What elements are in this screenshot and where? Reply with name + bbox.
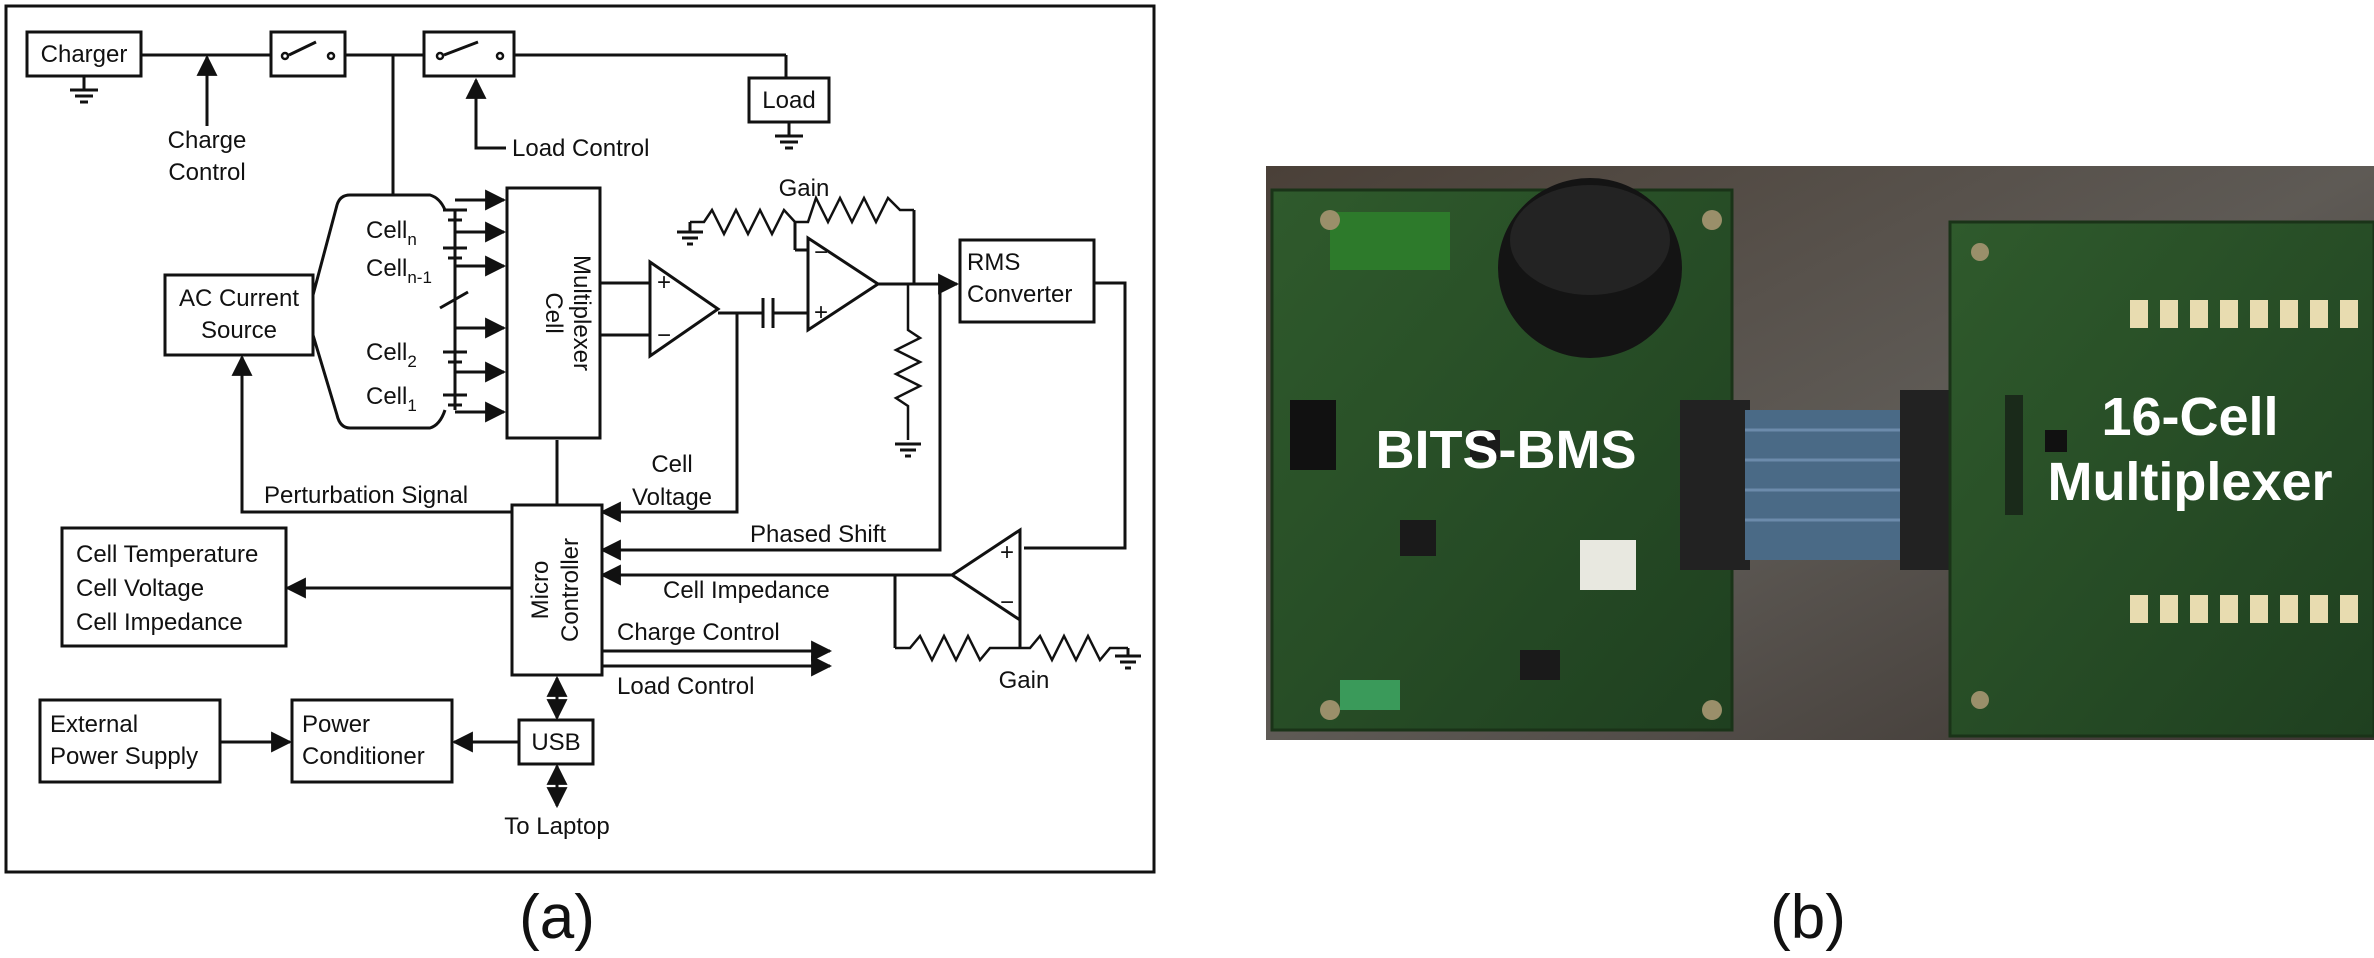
power-conditioner-box — [290, 698, 454, 784]
cell-voltage-line — [599, 313, 739, 523]
mux-line2: Multiplexer — [568, 255, 595, 371]
rms-converter-box — [958, 238, 1096, 324]
load-control-label: Load Control — [512, 135, 649, 162]
opamp3-plus: + — [1000, 539, 1014, 566]
power-cond-line1: Power — [302, 711, 370, 738]
ext-power-line2: Power Supply — [50, 743, 198, 770]
charge-control-line1: Charge — [168, 127, 247, 154]
rms-out-line — [1024, 281, 1127, 550]
ground-icon — [895, 442, 921, 458]
rms-line2: Converter — [967, 281, 1072, 308]
resistor-2 — [795, 194, 914, 225]
charger-label: Charger — [41, 41, 128, 68]
load-resistor — [893, 284, 923, 440]
charge-control-out-label: Charge Control — [617, 619, 780, 646]
load-control-out-label: Load Control — [617, 673, 754, 700]
gain-bottom-label: Gain — [999, 667, 1050, 694]
cell-impedance-signal-label: Cell Impedance — [663, 577, 830, 604]
cell-1-label: Cell1 — [366, 383, 417, 415]
opamp-1 — [648, 259, 721, 359]
mcu-line1: Micro — [527, 561, 554, 620]
output-voltage: Cell Voltage — [76, 575, 204, 602]
bits-bms-label: BITS-BMS — [1376, 420, 1637, 480]
cell-bracket-top — [311, 193, 447, 296]
load-control-arrow — [465, 77, 506, 150]
outputs-box — [60, 526, 288, 648]
component-row-top — [2130, 300, 2358, 328]
ac-source-line2: Source — [201, 317, 277, 344]
cell-2-label: Cell2 — [366, 339, 417, 371]
to-laptop-label: To Laptop — [504, 813, 609, 840]
switch-icon — [435, 40, 505, 61]
phased-shift-label: Phased Shift — [750, 521, 886, 548]
load-label: Load — [762, 87, 815, 114]
board-silk-patch — [1330, 212, 1450, 270]
opamp1-plus: + — [657, 269, 671, 296]
opamp-3 — [949, 527, 1022, 623]
output-temp: Cell Temperature — [76, 541, 258, 568]
ground-icon — [775, 122, 803, 150]
load-box — [747, 76, 831, 124]
usb-box — [517, 718, 595, 766]
perturbation-label: Perturbation Signal — [264, 482, 468, 509]
phased-shift-line — [599, 284, 942, 561]
panel-b-photo: BITS-BMS 16-Cell Multiplexer — [1266, 166, 2374, 740]
ground-icon — [1115, 648, 1141, 670]
cell-bracket-bottom — [311, 334, 447, 430]
ground-icon — [70, 76, 98, 104]
panel-a-block-diagram: Charger Load — [4, 4, 1156, 874]
opamp2-minus: − — [814, 239, 828, 266]
resistor-1 — [690, 207, 796, 237]
ext-power-line1: External — [50, 711, 138, 738]
battery-stack — [439, 208, 469, 410]
power-cond-line2: Conditioner — [302, 743, 425, 770]
output-impedance: Cell Impedance — [76, 609, 243, 636]
caption-b: (b) — [1770, 883, 1846, 952]
opamp1-minus: − — [657, 322, 671, 349]
mcu-line2: Controller — [557, 538, 584, 642]
ground-icon — [677, 222, 703, 246]
cell-n-label: Celln — [366, 217, 417, 249]
charge-control-line2: Control — [168, 159, 245, 186]
mux-line1: Cell — [540, 292, 567, 333]
switch-icon — [280, 40, 336, 61]
mux-label-line2: Multiplexer — [2047, 452, 2332, 512]
opamp-2 — [806, 235, 881, 333]
perturbation-line — [231, 354, 512, 514]
gain-top-label: Gain — [779, 175, 830, 202]
opamp3-minus: − — [1000, 589, 1014, 616]
ribbon-connector-left — [1680, 400, 1750, 570]
cell-voltage-line1: Cell — [651, 451, 692, 478]
cell-voltage-line2: Voltage — [632, 484, 712, 511]
barrel-jack — [1290, 400, 1336, 470]
cell-multiplexer-box — [505, 186, 602, 440]
resistor-3 — [895, 633, 1020, 663]
rms-line1: RMS — [967, 249, 1020, 276]
cell-n1-label: Celln-1 — [366, 255, 432, 287]
mux-label-line1: 16-Cell — [2101, 387, 2278, 447]
opamp2-plus: + — [814, 299, 828, 326]
resistor-4 — [1020, 633, 1128, 663]
ac-current-source-box — [163, 273, 315, 357]
ac-source-line1: AC Current — [179, 285, 299, 312]
caption-a: (a) — [519, 883, 595, 952]
component-row-bottom — [2130, 595, 2358, 623]
usb-label: USB — [531, 729, 580, 756]
